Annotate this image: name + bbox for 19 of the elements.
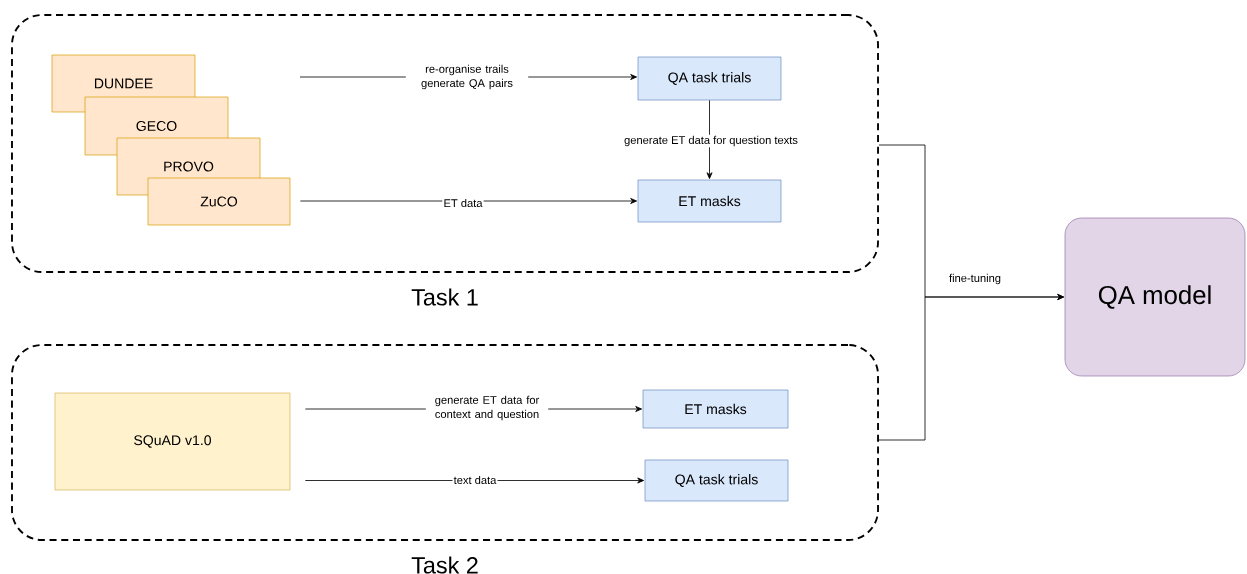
group-title: Task 2 — [411, 556, 478, 574]
edge-label: text data — [452, 474, 498, 486]
process-box: QA task trials — [644, 459, 789, 502]
process-box: QA task trials — [637, 56, 782, 101]
arrow — [304, 477, 644, 484]
edge-label: re-organise trails generate QA pairs — [405, 63, 529, 91]
process-box: ET masks — [642, 389, 789, 429]
arrow — [706, 99, 713, 179]
edge-label: generate ET data for question texts — [622, 134, 800, 148]
dataset-box: SQuAD v1.0 — [54, 392, 291, 491]
dataset-box: ZuCO — [147, 177, 291, 226]
edge-label: ET data — [442, 197, 484, 209]
process-box: ET masks — [637, 179, 782, 223]
model-box: QA model — [1064, 217, 1246, 377]
edge-label: fine-tuning — [947, 272, 1003, 286]
edge-label: generate ET data for context and question — [425, 394, 549, 422]
arrow — [878, 294, 1064, 441]
arrow — [299, 198, 637, 204]
group-title: Task 1 — [411, 288, 478, 306]
